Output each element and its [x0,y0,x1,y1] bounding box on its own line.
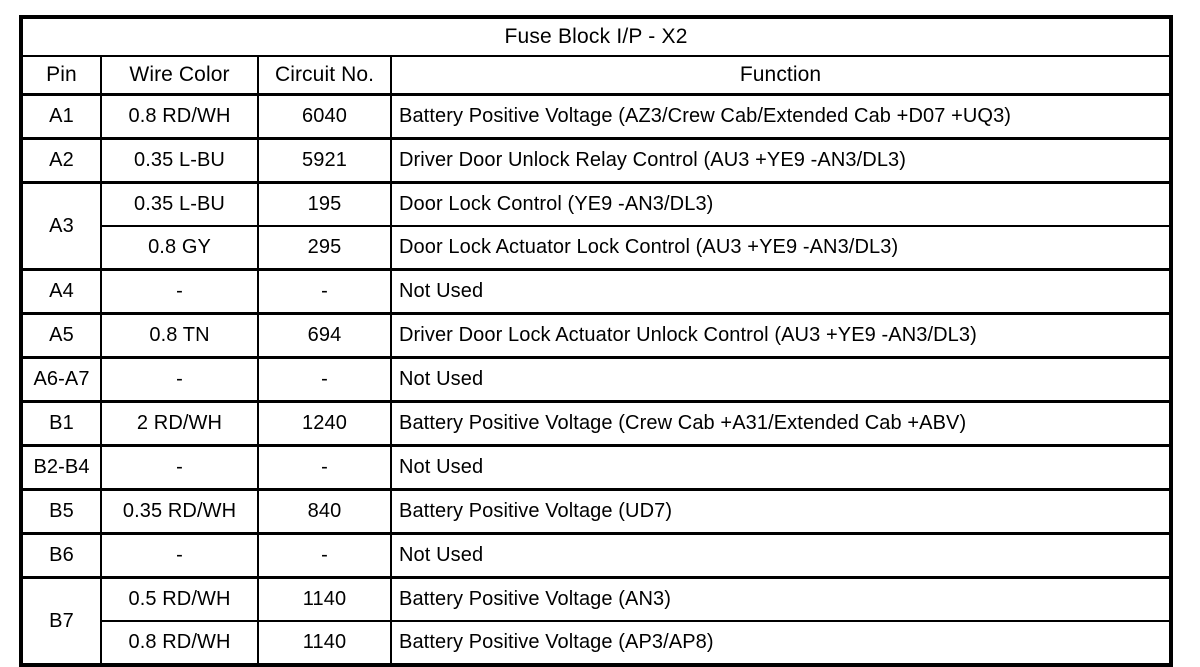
cell-wire-color: 0.35 L-BU [100,137,259,184]
cell-function: Door Lock Control (YE9 -AN3/DL3) [389,181,1173,227]
fuse-block-table: Fuse Block I/P - X2 Pin Wire Color Circu… [19,15,1174,667]
table-title-row: Fuse Block I/P - X2 [19,16,1173,57]
table-body: Fuse Block I/P - X2 Pin Wire Color Circu… [19,16,1173,666]
cell-pin: B2-B4 [20,444,102,491]
cell-circuit-no: 5921 [257,137,392,184]
cell-pin: B5 [20,488,102,535]
cell-wire-color: - [100,356,259,403]
cell-function: Driver Door Unlock Relay Control (AU3 +Y… [389,137,1173,184]
table-title: Fuse Block I/P - X2 [19,16,1173,57]
cell-function: Battery Positive Voltage (UD7) [389,488,1173,535]
cell-wire-color: 0.35 L-BU [100,181,259,227]
cell-function: Not Used [389,444,1173,491]
column-header-wire-color: Wire Color [100,55,259,96]
cell-circuit-no: - [257,532,392,579]
cell-wire-color: 0.8 TN [100,312,259,359]
cell-circuit-no: 6040 [257,93,392,140]
cell-pin: B6 [20,532,102,579]
cell-wire-color: - [100,444,259,491]
cell-function: Driver Door Lock Actuator Unlock Control… [389,312,1173,359]
cell-circuit-no: - [257,356,392,403]
cell-circuit-no: 1140 [257,620,392,666]
column-header-circuit-no: Circuit No. [257,55,392,96]
table-row: A4--Not Used [20,268,1173,315]
cell-pin: A1 [20,93,102,140]
cell-function: Battery Positive Voltage (Crew Cab +A31/… [389,400,1173,447]
cell-circuit-no: 195 [257,181,392,227]
table-row: B6--Not Used [20,532,1173,579]
cell-circuit-no: - [257,444,392,491]
cell-wire-color: 0.5 RD/WH [100,576,259,622]
cell-circuit-no: 1240 [257,400,392,447]
cell-pin: A2 [20,137,102,184]
cell-pin: A4 [20,268,102,315]
cell-function: Not Used [389,356,1173,403]
cell-pin: B7 [20,576,102,666]
cell-wire-color: 0.35 RD/WH [100,488,259,535]
cell-circuit-no: 694 [257,312,392,359]
cell-function: Not Used [389,532,1173,579]
cell-pin: B1 [20,400,102,447]
cell-wire-color: 0.8 RD/WH [100,620,259,666]
cell-wire-color: - [100,268,259,315]
column-header-pin: Pin [20,55,102,96]
cell-function: Not Used [389,268,1173,315]
cell-circuit-no: - [257,268,392,315]
cell-function: Battery Positive Voltage (AP3/AP8) [389,620,1173,666]
cell-circuit-no: 840 [257,488,392,535]
cell-wire-color: 2 RD/WH [100,400,259,447]
cell-wire-color: 0.8 GY [100,225,259,271]
cell-function: Battery Positive Voltage (AZ3/Crew Cab/E… [389,93,1173,140]
column-header-function: Function [389,55,1173,96]
cell-function: Door Lock Actuator Lock Control (AU3 +YE… [389,225,1173,271]
cell-pin: A5 [20,312,102,359]
cell-function: Battery Positive Voltage (AN3) [389,576,1173,622]
cell-circuit-no: 295 [257,225,392,271]
cell-wire-color: - [100,532,259,579]
cell-wire-color: 0.8 RD/WH [100,93,259,140]
table-row: B2-B4--Not Used [20,444,1173,491]
cell-pin: A6-A7 [20,356,102,403]
cell-pin: A3 [20,181,102,271]
cell-circuit-no: 1140 [257,576,392,622]
table-header-row: Pin Wire Color Circuit No. Function [20,55,1173,96]
table-row: A6-A7--Not Used [20,356,1173,403]
